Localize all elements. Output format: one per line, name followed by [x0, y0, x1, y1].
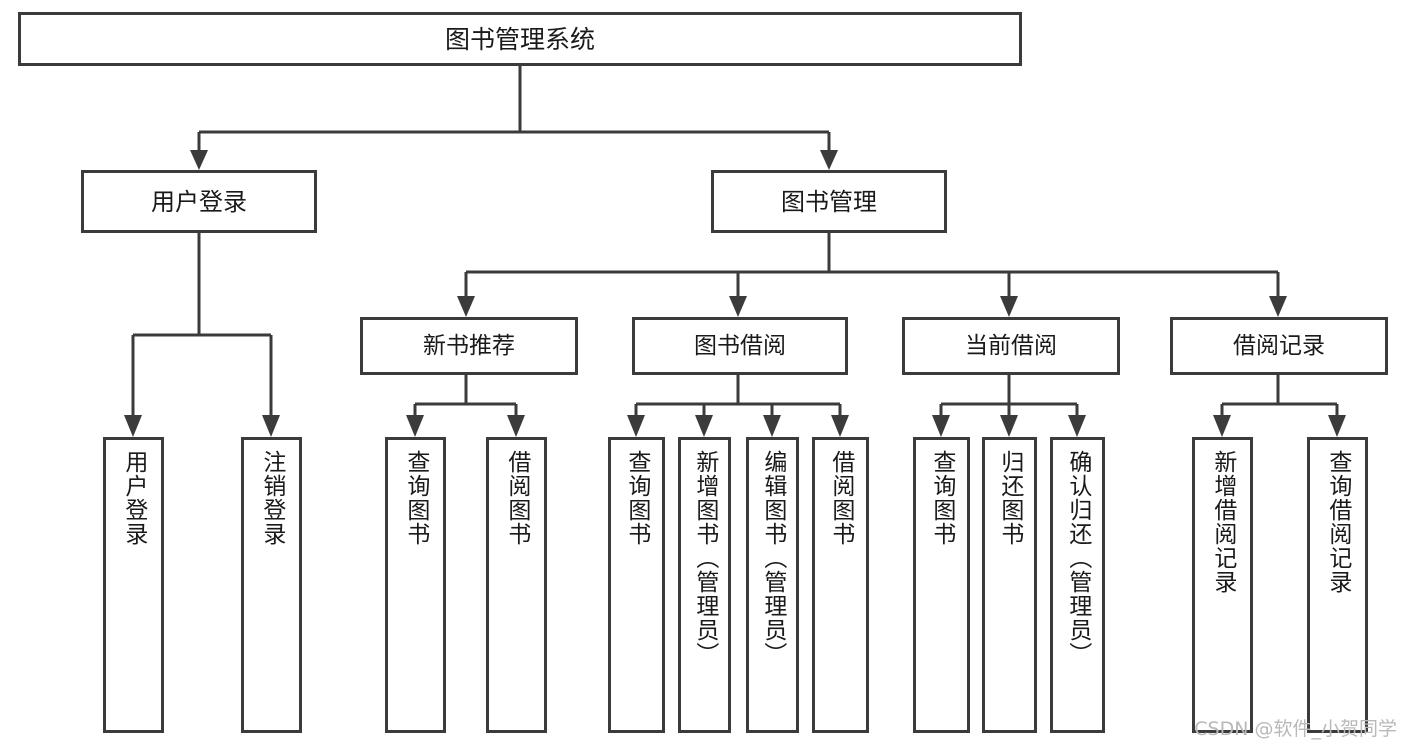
node-book-borrow-label: 图书借阅	[694, 332, 786, 359]
arrowhead-leaf-borrow-book-2	[831, 415, 849, 437]
node-leaf-query-book-3-label: 查询图书	[928, 450, 955, 546]
node-book-manage-label: 图书管理	[781, 187, 877, 216]
node-book-manage[interactable]: 图书管理	[711, 170, 947, 233]
arrowhead-leaf-return-book	[1000, 415, 1018, 437]
arrowhead-leaf-query-book-1	[406, 415, 424, 437]
node-leaf-borrow-book-2-label: 借阅图书	[827, 450, 854, 546]
arrowhead-book-manage	[820, 150, 838, 170]
arrowhead-leaf-query-book-2	[627, 415, 645, 437]
arrowhead-borrow-record	[1269, 296, 1287, 317]
node-leaf-add-book-label: 新增图书（管理员）	[691, 450, 718, 666]
arrowhead-leaf-borrow-book-1	[507, 415, 525, 437]
node-leaf-query-book-2[interactable]: 查询图书	[608, 437, 665, 733]
node-leaf-return-book-label: 归还图书	[996, 450, 1023, 546]
arrowhead-leaf-query-record	[1328, 415, 1346, 437]
arrowhead-leaf-edit-book	[763, 415, 781, 437]
node-borrow-record[interactable]: 借阅记录	[1170, 317, 1388, 375]
node-leaf-edit-book[interactable]: 编辑图书（管理员）	[746, 437, 799, 733]
arrowhead-leaf-user-login	[124, 415, 142, 437]
node-leaf-query-book-2-label: 查询图书	[623, 450, 650, 546]
node-user-login-label: 用户登录	[151, 187, 247, 216]
node-leaf-user-login[interactable]: 用户登录	[103, 437, 164, 733]
node-leaf-logout[interactable]: 注销登录	[241, 437, 302, 733]
node-leaf-borrow-book-1-label: 借阅图书	[503, 450, 530, 546]
arrowhead-leaf-add-book	[695, 415, 713, 437]
arrowhead-leaf-query-book-3	[932, 415, 950, 437]
node-leaf-borrow-book-1[interactable]: 借阅图书	[486, 437, 547, 733]
node-leaf-query-book-1-label: 查询图书	[402, 450, 429, 546]
node-leaf-query-book-1[interactable]: 查询图书	[385, 437, 446, 733]
node-leaf-query-record[interactable]: 查询借阅记录	[1307, 437, 1368, 733]
node-root-label: 图书管理系统	[444, 24, 595, 54]
node-current-borrow[interactable]: 当前借阅	[902, 317, 1120, 375]
node-leaf-confirm-return[interactable]: 确认归还（管理员）	[1050, 437, 1105, 733]
node-new-book-recommend-label: 新书推荐	[423, 332, 515, 359]
node-borrow-record-label: 借阅记录	[1233, 332, 1325, 359]
node-leaf-add-record-label: 新增借阅记录	[1209, 450, 1236, 594]
csdn-watermark: CSDN @软件_小贺同学	[1194, 718, 1397, 740]
node-leaf-user-login-label: 用户登录	[120, 450, 147, 546]
node-leaf-confirm-return-label: 确认归还（管理员）	[1064, 450, 1091, 666]
arrowhead-user-login	[190, 150, 208, 170]
arrowhead-current-borrow	[1000, 296, 1018, 317]
node-current-borrow-label: 当前借阅	[965, 332, 1057, 359]
node-leaf-add-record[interactable]: 新增借阅记录	[1192, 437, 1253, 733]
arrowhead-leaf-confirm-return	[1068, 415, 1086, 437]
arrowhead-leaf-logout	[262, 415, 280, 437]
node-leaf-add-book[interactable]: 新增图书（管理员）	[678, 437, 731, 733]
node-leaf-return-book[interactable]: 归还图书	[982, 437, 1037, 733]
node-book-borrow[interactable]: 图书借阅	[632, 317, 848, 375]
arrowhead-book-borrow	[729, 296, 747, 317]
node-user-login[interactable]: 用户登录	[81, 170, 317, 233]
node-leaf-edit-book-label: 编辑图书（管理员）	[759, 450, 786, 666]
arrowhead-new-book-recommend	[457, 296, 475, 317]
node-leaf-query-book-3[interactable]: 查询图书	[913, 437, 970, 733]
node-new-book-recommend[interactable]: 新书推荐	[360, 317, 578, 375]
node-leaf-logout-label: 注销登录	[258, 450, 285, 546]
node-leaf-borrow-book-2[interactable]: 借阅图书	[812, 437, 869, 733]
node-root[interactable]: 图书管理系统	[18, 12, 1022, 66]
arrowhead-leaf-add-record	[1213, 415, 1231, 437]
node-leaf-query-record-label: 查询借阅记录	[1324, 450, 1351, 594]
